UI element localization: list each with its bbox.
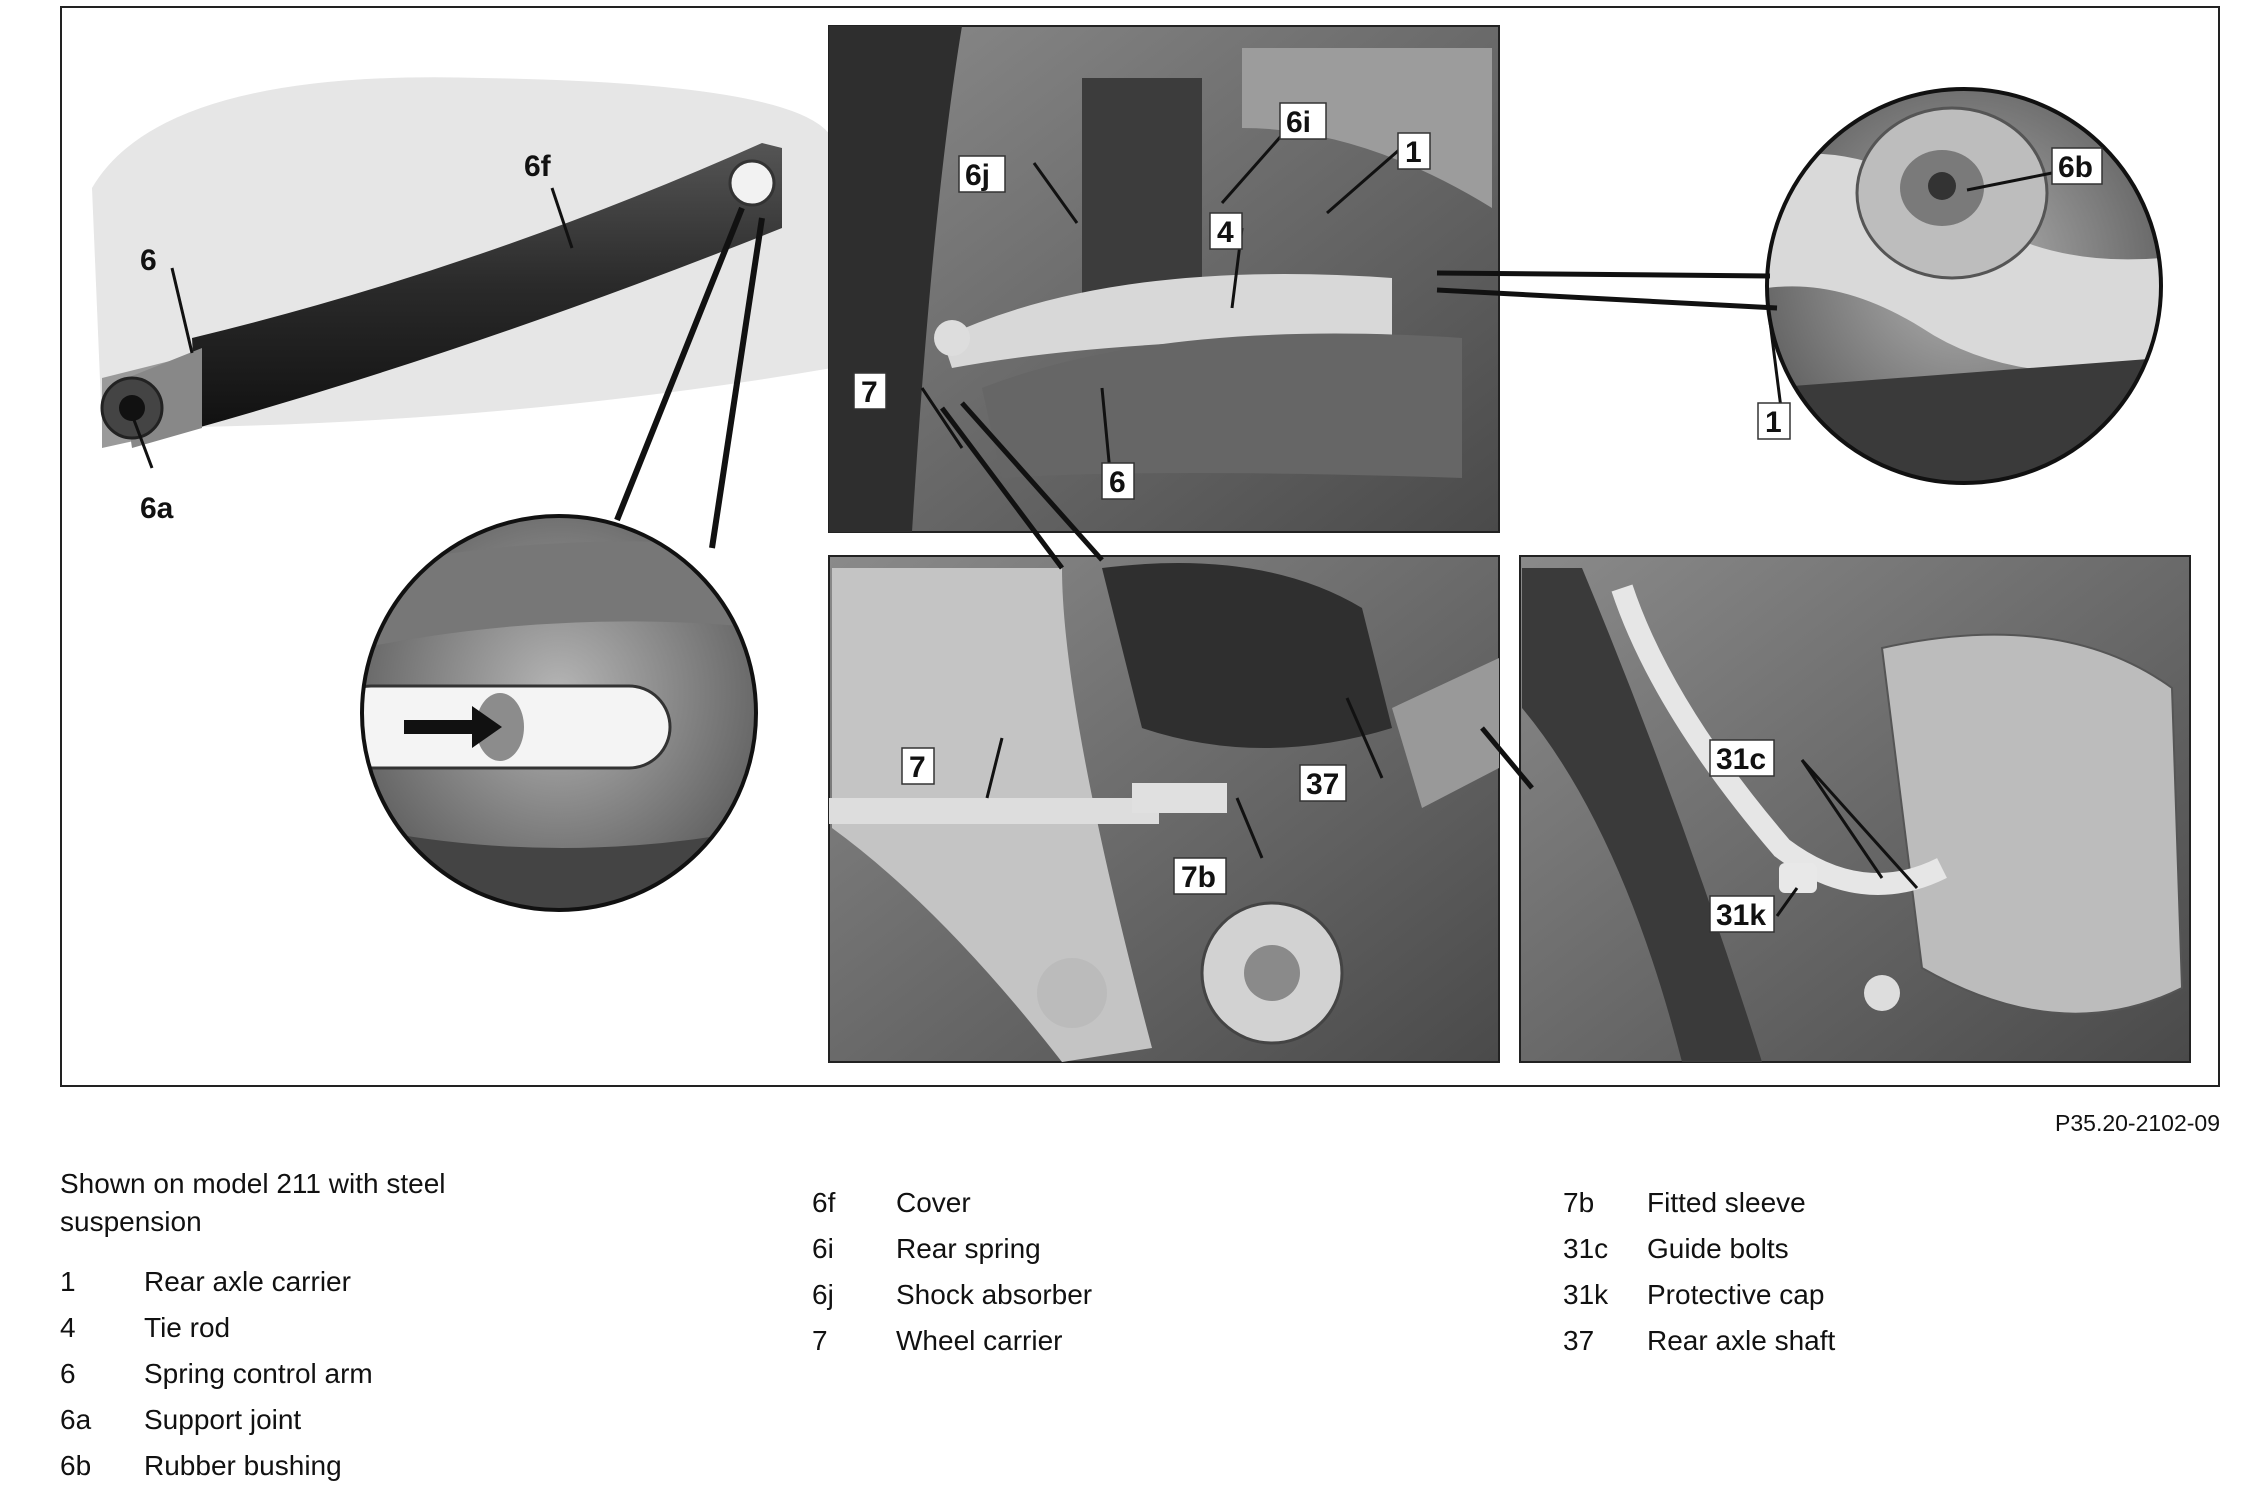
callout-6a: 6a — [140, 492, 174, 525]
legend-item-number: 31k — [1563, 1279, 1609, 1310]
callout-6f: 6f — [524, 150, 552, 183]
callout-4: 4 — [1217, 216, 1234, 249]
callout-7b: 7b — [1181, 861, 1216, 894]
legend-item-number: 6i — [812, 1233, 834, 1264]
legend-item-number: 6b — [60, 1450, 92, 1481]
photo-bottom-center — [828, 555, 1500, 1063]
legend-column-3: 7b Fitted sleeve 31c Guide bolts 31k Protecti… — [1563, 1180, 1835, 1364]
callout-6i: 6i — [1286, 106, 1311, 139]
callout-labels: 6f 6 6a 6i 6j 1 4 7 6 6b 1 7b 7 37 31c 3… — [140, 102, 2103, 933]
legend-item: 6 Spring control arm — [60, 1351, 373, 1397]
legend-item-text: Fitted sleeve — [1647, 1187, 1806, 1218]
legend-item: 4 Tie rod — [60, 1305, 373, 1351]
callout-6-center: 6 — [1109, 466, 1126, 499]
legend-item-text: Protective cap — [1647, 1279, 1825, 1310]
legend-item: 6f Cover — [812, 1180, 1092, 1226]
legend-item: 31k Protective cap — [1563, 1272, 1835, 1318]
legend-item-number: 1 — [60, 1266, 76, 1297]
callout-7: 7 — [861, 376, 878, 409]
legend-item-text: Guide bolts — [1647, 1233, 1789, 1264]
bushing-zoom-left — [360, 206, 765, 912]
legend-item-text: Shock absorber — [896, 1279, 1093, 1310]
legend-item-number: 7b — [1563, 1187, 1595, 1218]
arrow-icon — [404, 706, 502, 748]
figure-reference: P35.20-2102-09 — [2055, 1110, 2220, 1136]
photo-bottom-right — [1519, 555, 2191, 1063]
legend-item: 6j Shock absorber — [812, 1272, 1092, 1318]
legend-item: 1 Rear axle carrier — [60, 1259, 373, 1305]
legend-item-number: 6j — [812, 1279, 834, 1310]
legend-item-text: Rubber bushing — [144, 1450, 342, 1481]
tie-rod-shape — [942, 274, 1392, 368]
legend-item-text: Rear spring — [896, 1233, 1041, 1264]
legend-column-2: 6f Cover 6i Rear spring 6j Shock absorber 7 Whe… — [812, 1180, 1092, 1364]
legend-item-number: 6a — [60, 1404, 92, 1435]
legend-item: 6a Support joint — [60, 1397, 373, 1443]
callout-6j: 6j — [965, 159, 990, 192]
callout-31k: 31k — [1716, 899, 1766, 932]
suspension-illustration: 6f 6 6a 6i 6j 1 4 7 6 6b 1 7b 7 37 31c 3… — [92, 25, 2191, 1063]
legend-item-number: 4 — [60, 1312, 76, 1343]
callout-37: 37 — [1306, 768, 1339, 801]
callout-7-lower: 7 — [909, 751, 926, 784]
legend-item: 6i Rear spring — [812, 1226, 1092, 1272]
legend-item-number: 37 — [1563, 1325, 1595, 1356]
legend-item-text: Wheel carrier — [896, 1325, 1063, 1356]
legend-item-text: Spring control arm — [144, 1358, 373, 1389]
figure-frame: 6f 6 6a 6i 6j 1 4 7 6 6b 1 7b 7 37 31c 3… — [60, 6, 2220, 1087]
spring-control-arm-drawing — [92, 77, 832, 448]
legend-item: 6b Rubber bushing — [60, 1443, 373, 1489]
legend-intro: Shown on model 211 with steel suspension — [60, 1168, 446, 1237]
callout-1: 1 — [1405, 136, 1422, 169]
callout-31c: 31c — [1716, 743, 1766, 776]
legend-item: 37 Rear axle shaft — [1563, 1318, 1835, 1364]
legend-item-number: 6 — [60, 1358, 76, 1389]
photo-top-center — [828, 25, 1500, 533]
callout-6b: 6b — [2058, 151, 2093, 184]
legend-item-text: Rear axle carrier — [144, 1266, 351, 1297]
legend-item-number: 31c — [1563, 1233, 1609, 1264]
legend-item: 7 Wheel carrier — [812, 1318, 1092, 1364]
callout-1-zoom: 1 — [1765, 406, 1782, 439]
legend-item-text: Tie rod — [144, 1312, 231, 1343]
legend-item: 31c Guide bolts — [1563, 1226, 1835, 1272]
legend-item-text: Rear axle shaft — [1647, 1325, 1836, 1356]
callout-6: 6 — [140, 244, 157, 277]
legend-item-number: 6f — [812, 1187, 836, 1218]
legend-item-number: 7 — [812, 1325, 828, 1356]
legend-item-text: Cover — [896, 1187, 971, 1218]
legend-column-1: 1 Rear axle carrier 4 Tie rod 6 Spring contro… — [60, 1259, 373, 1489]
legend-item-text: Support joint — [144, 1404, 302, 1435]
legend-item: 7b Fitted sleeve — [1563, 1180, 1835, 1226]
